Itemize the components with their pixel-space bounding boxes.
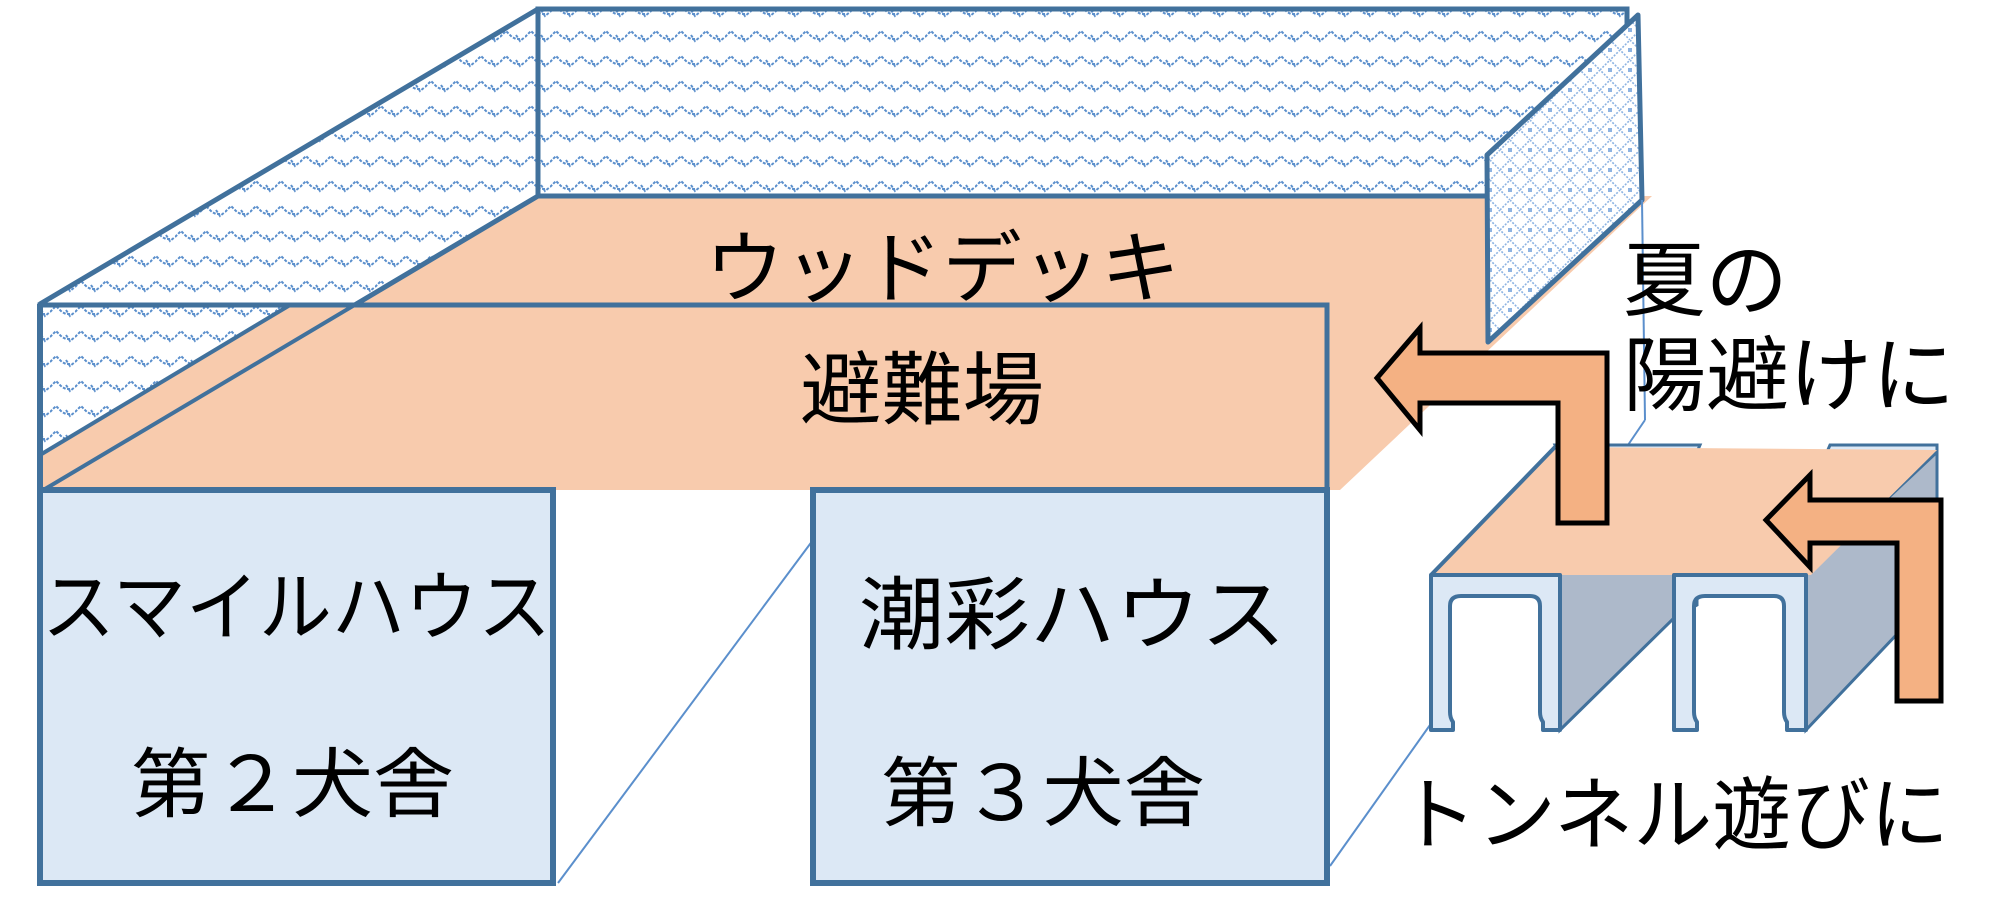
wood-deck-label: ウッドデッキ [705, 223, 1180, 315]
smile-house [37, 487, 556, 886]
shiosai-house-name: 潮彩ハウス [859, 569, 1286, 662]
back-fence-wall [535, 6, 1630, 199]
tunnel-unit [1429, 443, 1939, 734]
tunnel-play-caption: トンネル遊びに [1398, 769, 1949, 862]
right-mesh-panel [1484, 12, 1645, 345]
smile-house-kennel-number: 第２犬舎 [130, 740, 454, 829]
shiosai-house-kennel-number: 第３犬舎 [880, 749, 1205, 838]
perspective-guide-line-right [1329, 724, 1431, 867]
smile-house-name: スマイルハウス [42, 563, 551, 652]
deck-edge-guide-line-lower [1627, 419, 1646, 446]
summer-shade-caption-line1: 夏の [1623, 234, 1788, 329]
sunshade-arrow [1373, 321, 1610, 526]
deck-edge-guide-line [1641, 199, 1646, 421]
shelter-area [40, 304, 1327, 490]
perspective-guide-line-center [557, 539, 814, 884]
tunnel-front-2 [1672, 573, 1808, 732]
shelter-label: 避難場 [800, 344, 1044, 437]
left-wall-floor-edge [38, 194, 540, 494]
left-wall-floor-edge-front [38, 303, 292, 457]
tunnel-front-1 [1429, 573, 1562, 732]
tunnel-arrow [1762, 468, 1944, 704]
shiosai-house [810, 487, 1330, 886]
summer-shade-caption-line2: 陽避けに [1623, 329, 1955, 424]
